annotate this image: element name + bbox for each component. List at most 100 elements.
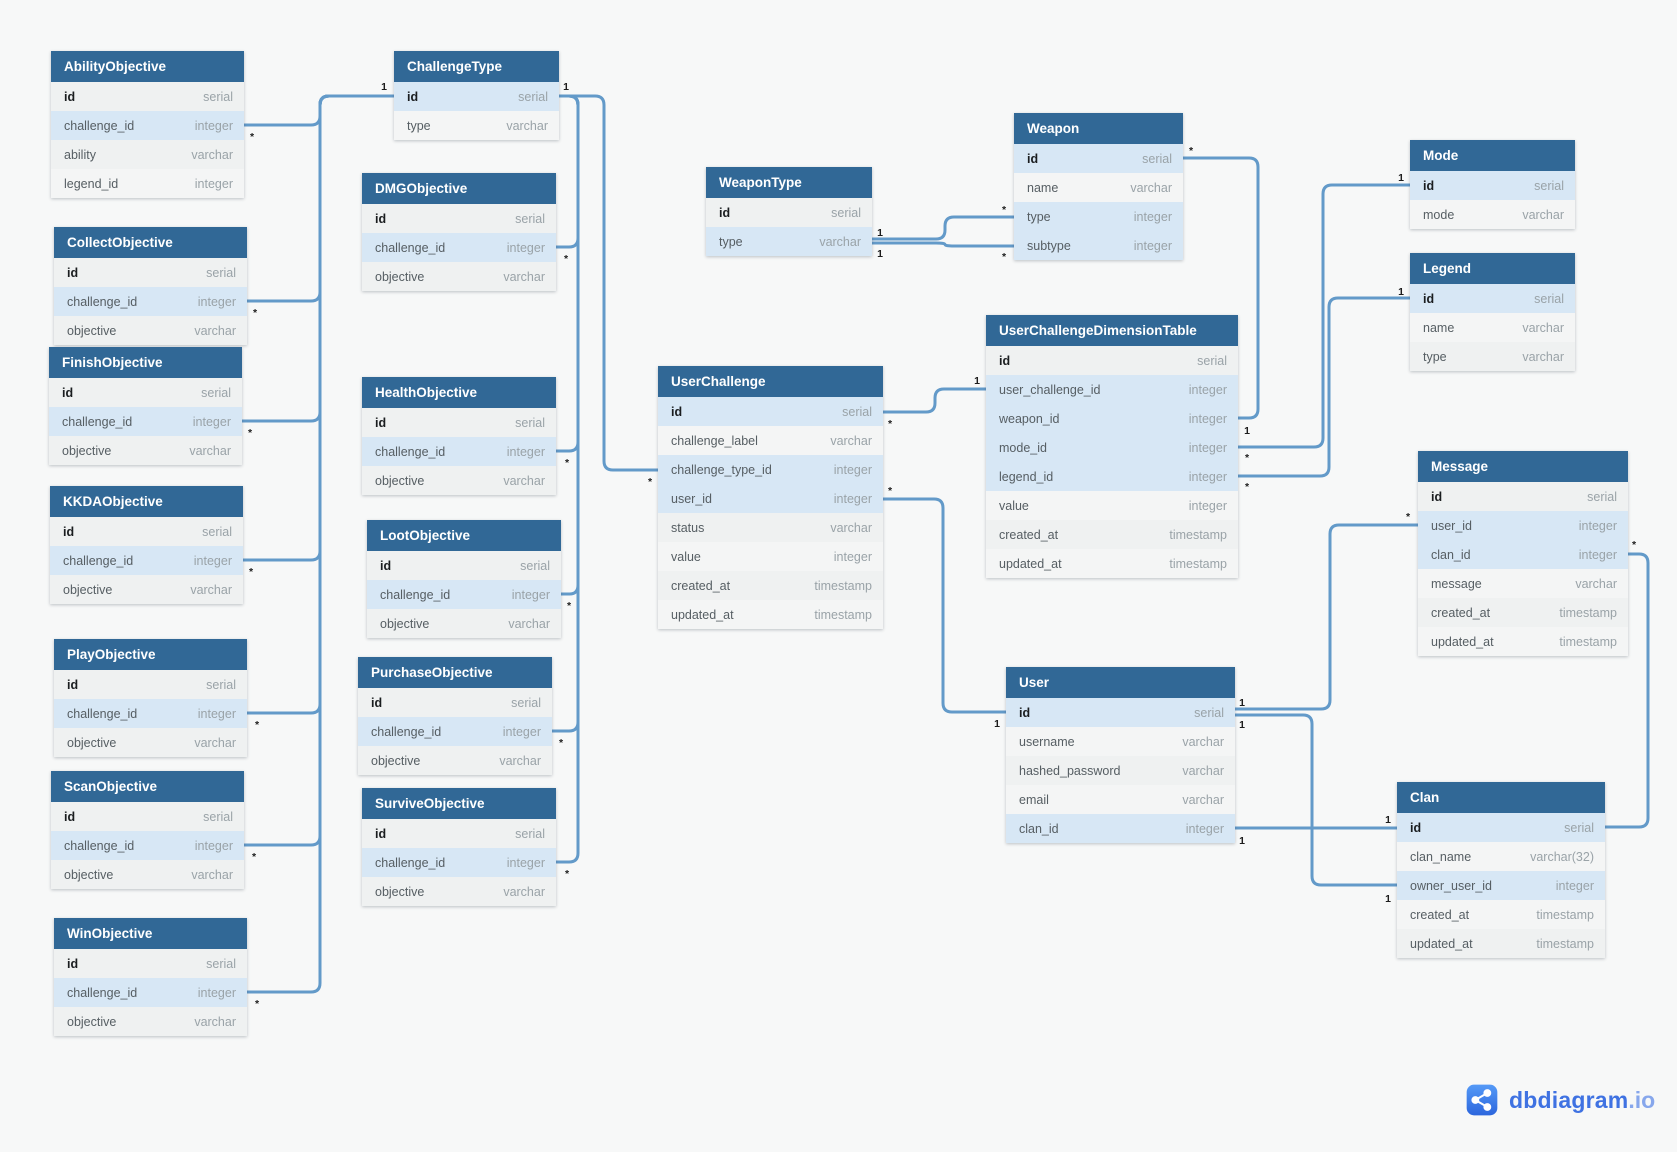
field-type: varchar [194, 323, 236, 338]
field-type: varchar [503, 269, 545, 284]
cardinality-label: * [1002, 204, 1007, 216]
table-title: User [1019, 675, 1050, 690]
table-header[interactable]: User [1006, 667, 1235, 698]
field-name: legend_id [999, 469, 1054, 484]
table-header[interactable]: UserChallengeDimensionTable [986, 315, 1238, 346]
field-type: integer [194, 118, 233, 133]
field-name: created_at [1410, 907, 1470, 922]
table-header[interactable]: Weapon [1014, 113, 1183, 144]
field-type: integer [1188, 440, 1227, 455]
table-header[interactable]: KKDAObjective [50, 486, 243, 517]
field-name: id [67, 956, 79, 971]
field-type: integer [194, 838, 233, 853]
table-header[interactable]: CollectObjective [54, 227, 247, 258]
field-type: serial [515, 415, 545, 430]
field-type: integer [1578, 547, 1617, 562]
table-header[interactable]: Clan [1397, 782, 1605, 813]
table-header[interactable]: LootObjective [367, 520, 561, 551]
field-type: timestamp [1559, 634, 1617, 649]
field-name: status [671, 520, 705, 535]
table-header[interactable]: AbilityObjective [51, 51, 244, 82]
field-type: timestamp [1536, 936, 1594, 951]
table-header[interactable]: DMGObjective [362, 173, 556, 204]
table-header[interactable]: HealthObjective [362, 377, 556, 408]
field-name: challenge_type_id [671, 462, 772, 477]
field-name: id [407, 89, 419, 104]
table-header[interactable]: PurchaseObjective [358, 657, 552, 688]
table-header[interactable]: UserChallenge [658, 366, 883, 397]
relationship-line-weapontype-weapon-subtype [870, 241, 1016, 248]
cardinality-label: * [888, 485, 893, 497]
field-type: serial [520, 558, 550, 573]
field-type: varchar [1522, 320, 1564, 335]
table-title: WinObjective [67, 926, 153, 941]
table-header[interactable]: PlayObjective [54, 639, 247, 670]
field-name: challenge_id [380, 587, 451, 602]
dbdiagram-logo[interactable]: dbdiagram.io [1466, 1084, 1655, 1116]
cardinality-label: * [565, 868, 570, 880]
table-title: PlayObjective [67, 647, 156, 662]
table-header[interactable]: ScanObjective [51, 771, 244, 802]
relationship-line-userchallenge-challengetype [557, 94, 660, 472]
field-type: varchar [506, 118, 548, 133]
table-header[interactable]: Mode [1410, 140, 1575, 171]
field-type: serial [203, 809, 233, 824]
cardinality-label: 1 [1239, 719, 1245, 731]
field-type: integer [1133, 209, 1172, 224]
field-type: integer [1555, 878, 1594, 893]
table-header[interactable]: WinObjective [54, 918, 247, 949]
table-header[interactable]: FinishObjective [49, 347, 242, 378]
field-type: varchar [508, 616, 550, 631]
field-type: varchar(32) [1530, 849, 1594, 864]
table-header[interactable]: Message [1418, 451, 1628, 482]
field-type: integer [1188, 469, 1227, 484]
field-name: challenge_id [67, 985, 138, 1000]
field-type: varchar [1522, 207, 1564, 222]
field-type: timestamp [1559, 605, 1617, 620]
field-row-mode: mode varchar [1410, 200, 1575, 229]
table-header[interactable]: SurviveObjective [362, 788, 556, 819]
field-name: id [375, 826, 387, 841]
field-name: mode [1423, 207, 1455, 222]
table-header[interactable]: ChallengeType [394, 51, 559, 82]
field-name: updated_at [999, 556, 1062, 571]
table-header[interactable]: WeaponType [706, 167, 872, 198]
table-header[interactable]: Legend [1410, 253, 1575, 284]
field-name: user_challenge_id [999, 382, 1101, 397]
